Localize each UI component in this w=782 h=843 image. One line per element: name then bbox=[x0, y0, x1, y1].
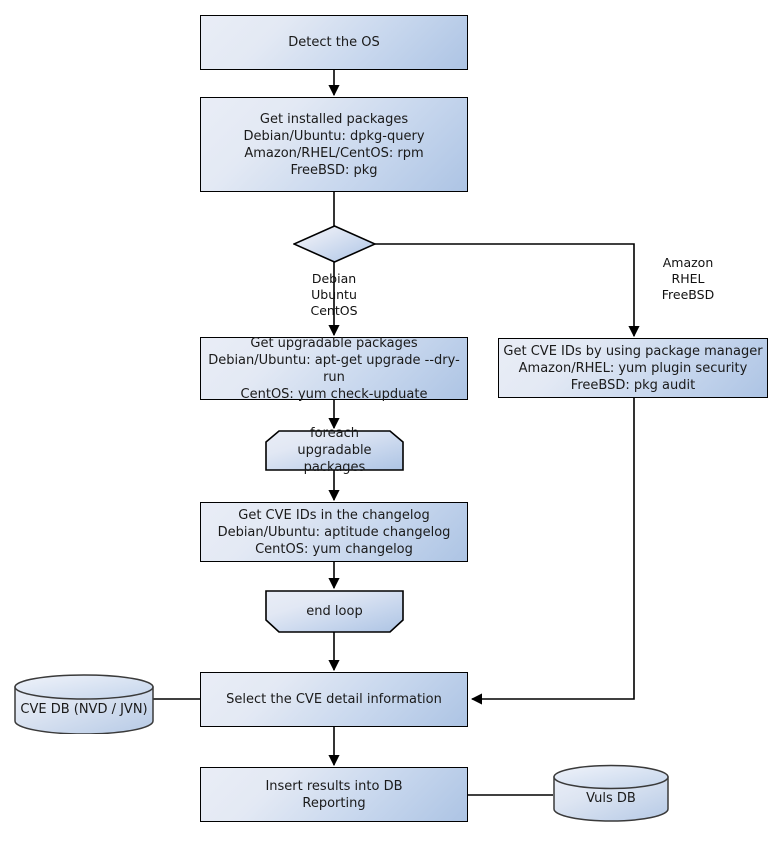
node-get-installed-packages[interactable]: Get installed packages Debian/Ubuntu: dp… bbox=[200, 97, 468, 192]
node-foreach-loop-label: foreach upgradable packages bbox=[297, 426, 372, 475]
node-get-cve-ids-package-manager[interactable]: Get CVE IDs by using package manager Ama… bbox=[498, 338, 768, 398]
node-select-cve-detail[interactable]: Select the CVE detail information bbox=[200, 672, 468, 727]
node-get-cve-ids-changelog[interactable]: Get CVE IDs in the changelog Debian/Ubun… bbox=[200, 502, 468, 562]
edge-pkgmanager-to-select bbox=[470, 398, 635, 705]
node-get-cve-ids-changelog-label: Get CVE IDs in the changelog Debian/Ubun… bbox=[217, 507, 451, 557]
node-end-loop[interactable]: end loop bbox=[265, 590, 404, 633]
node-detect-os[interactable]: Detect the OS bbox=[200, 15, 468, 70]
node-vuls-db[interactable]: Vuls DB bbox=[553, 764, 669, 822]
cve-db-cylinder-body bbox=[14, 686, 154, 734]
node-get-upgradable-packages-label: Get upgradable packages Debian/Ubuntu: a… bbox=[208, 335, 460, 402]
decision-diamond-shape bbox=[293, 225, 376, 263]
node-end-loop-label: end loop bbox=[306, 604, 363, 619]
edge-label-left-branch: Debian Ubuntu CentOS bbox=[310, 271, 358, 318]
node-insert-results[interactable]: Insert results into DB Reporting bbox=[200, 767, 468, 822]
node-os-branch-decision[interactable] bbox=[293, 225, 376, 263]
edge-label-right-branch: Amazon RHEL FreeBSD bbox=[661, 255, 715, 302]
end-loop-shape bbox=[265, 590, 404, 633]
node-get-installed-packages-label: Get installed packages Debian/Ubuntu: dp… bbox=[243, 111, 425, 178]
node-foreach-loop[interactable]: foreach upgradable packages bbox=[265, 426, 404, 475]
vuls-db-cylinder-top bbox=[553, 764, 669, 790]
node-get-cve-ids-package-manager-label: Get CVE IDs by using package manager Ama… bbox=[503, 343, 763, 393]
node-get-upgradable-packages[interactable]: Get upgradable packages Debian/Ubuntu: a… bbox=[200, 335, 468, 402]
foreach-loop-shape bbox=[265, 430, 404, 471]
vuls-db-cylinder-body bbox=[553, 776, 669, 822]
node-insert-results-label: Insert results into DB Reporting bbox=[265, 778, 403, 811]
cve-db-cylinder-top bbox=[14, 674, 154, 700]
node-cve-db-label: CVE DB (NVD / JVN) bbox=[20, 701, 148, 717]
node-cve-db[interactable]: CVE DB (NVD / JVN) bbox=[14, 674, 154, 734]
node-select-cve-detail-label: Select the CVE detail information bbox=[226, 692, 442, 707]
node-vuls-db-label: Vuls DB bbox=[586, 790, 636, 806]
node-detect-os-label: Detect the OS bbox=[288, 35, 380, 50]
edge-decision-right-branch bbox=[375, 243, 640, 338]
